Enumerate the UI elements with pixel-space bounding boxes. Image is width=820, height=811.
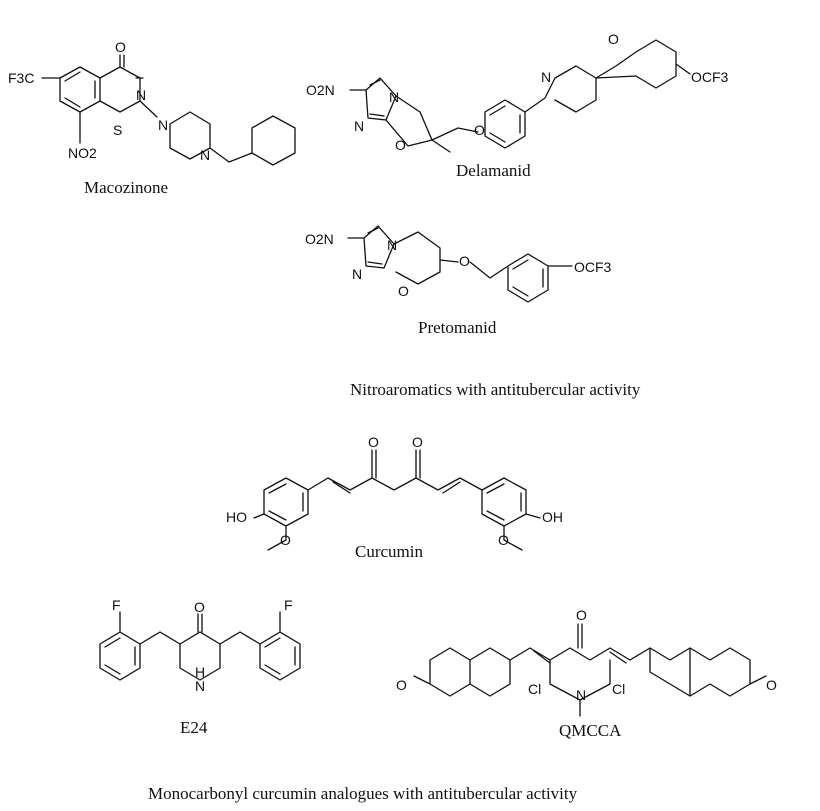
methoxy-o-left-label: O	[280, 532, 291, 548]
hydroxyl-left-label: HO	[226, 509, 247, 525]
delamanid-label: Delamanid	[456, 161, 531, 180]
macozinone-structure: F3C O N S NO2 N N Macozinone	[8, 39, 296, 197]
f3c-label: F3C	[8, 70, 34, 86]
macozinone-label: Macozinone	[84, 178, 168, 197]
curcumin-label: Curcumin	[355, 542, 423, 561]
methoxy-o-right-label: O	[766, 677, 777, 693]
ether-o-label: O	[459, 253, 470, 269]
cl-left-label: Cl	[528, 681, 541, 697]
piperazine-n2-label: N	[200, 147, 210, 163]
delamanid-structure: O2N N N O O N O OCF3 Delamanid	[306, 31, 729, 180]
f-left-label: F	[112, 597, 121, 613]
ring-s-label: S	[113, 122, 122, 138]
piperidine-n-label: N	[541, 69, 551, 85]
cl-right-label: Cl	[612, 681, 625, 697]
imidazole-n2-label: N	[354, 118, 364, 134]
ocf3-label: OCF3	[691, 69, 729, 85]
curcumin-structure: O O HO O OH O Curcumin	[226, 434, 563, 561]
imidazole-n2-label: N	[352, 266, 362, 282]
ether-o2-label: O	[608, 31, 619, 47]
methoxy-o-right-label: O	[498, 532, 509, 548]
oxazine-o-label: O	[398, 283, 409, 299]
o2n-label: O2N	[305, 231, 334, 247]
carbonyl-o-label: O	[115, 39, 126, 55]
o2n-label: O2N	[306, 82, 335, 98]
ocf3-label: OCF3	[574, 259, 612, 275]
ring-n-label: N	[136, 87, 146, 103]
amine-h-label: H	[195, 664, 205, 680]
pretomanid-label: Pretomanid	[418, 318, 497, 337]
e24-label: E24	[180, 718, 208, 737]
hydroxyl-right-label: OH	[542, 509, 563, 525]
e24-structure: F O F N H E24	[99, 597, 301, 737]
nitro-label: NO2	[68, 145, 97, 161]
f-right-label: F	[284, 597, 293, 613]
imidazole-n-label: N	[387, 237, 397, 253]
ketone-o2-label: O	[412, 434, 423, 450]
nitroaromatics-caption: Nitroaromatics with antitubercular activ…	[350, 380, 641, 399]
pretomanid-structure: O2N N N O O OCF3 Pretomanid	[305, 225, 612, 337]
qmcca-structure: O Cl O N Cl O QMCCA	[396, 607, 777, 740]
ketone-o-label: O	[194, 599, 205, 615]
ketone-o1-label: O	[368, 434, 379, 450]
monocarbonyl-caption: Monocarbonyl curcumin analogues with ant…	[148, 784, 578, 803]
ether-o-label: O	[474, 122, 485, 138]
piperidine-n-label: N	[576, 687, 586, 703]
oxazole-o-label: O	[395, 137, 406, 153]
imidazole-n-label: N	[389, 89, 399, 105]
methoxy-o-left-label: O	[396, 677, 407, 693]
piperazine-n1-label: N	[158, 117, 168, 133]
qmcca-label: QMCCA	[559, 721, 622, 740]
amine-n-label: N	[195, 678, 205, 694]
ketone-o-label: O	[576, 607, 587, 623]
